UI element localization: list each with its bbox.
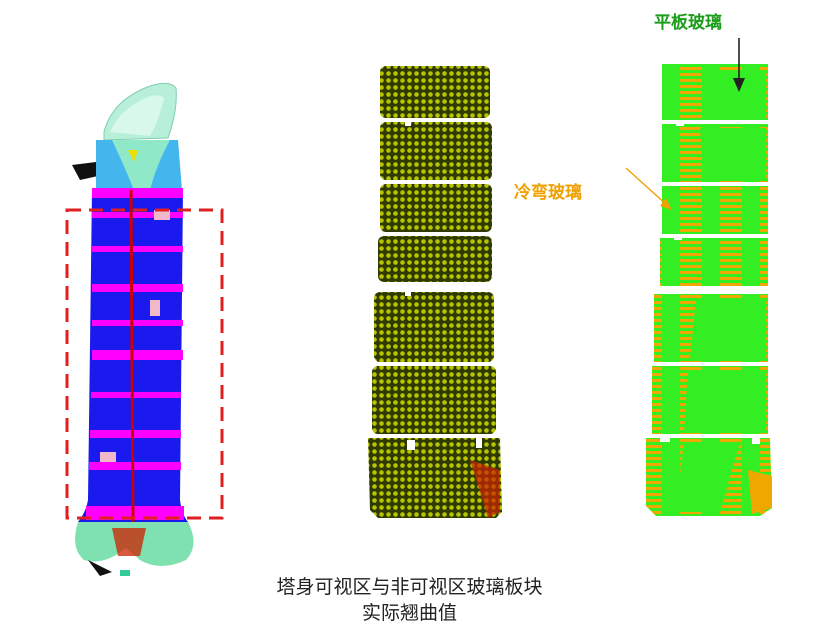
- warpage-panels-middle: [368, 66, 502, 518]
- label-flat-glass: 平板玻璃: [654, 13, 722, 33]
- caption-line-1: 塔身可视区与非可视区玻璃板块: [276, 576, 543, 598]
- caption-line-2: 实际翘曲值: [361, 602, 457, 624]
- diagonal-arrow-icon: [625, 167, 672, 210]
- figure-caption: 塔身可视区与非可视区玻璃板块 实际翘曲值: [0, 574, 819, 626]
- label-cold-bent-glass: 冷弯玻璃: [514, 183, 582, 203]
- down-arrow-icon: [733, 38, 745, 92]
- glass-type-panels-right: [646, 64, 772, 516]
- dashed-selection-box: [65, 208, 224, 520]
- tower-model: [72, 82, 194, 576]
